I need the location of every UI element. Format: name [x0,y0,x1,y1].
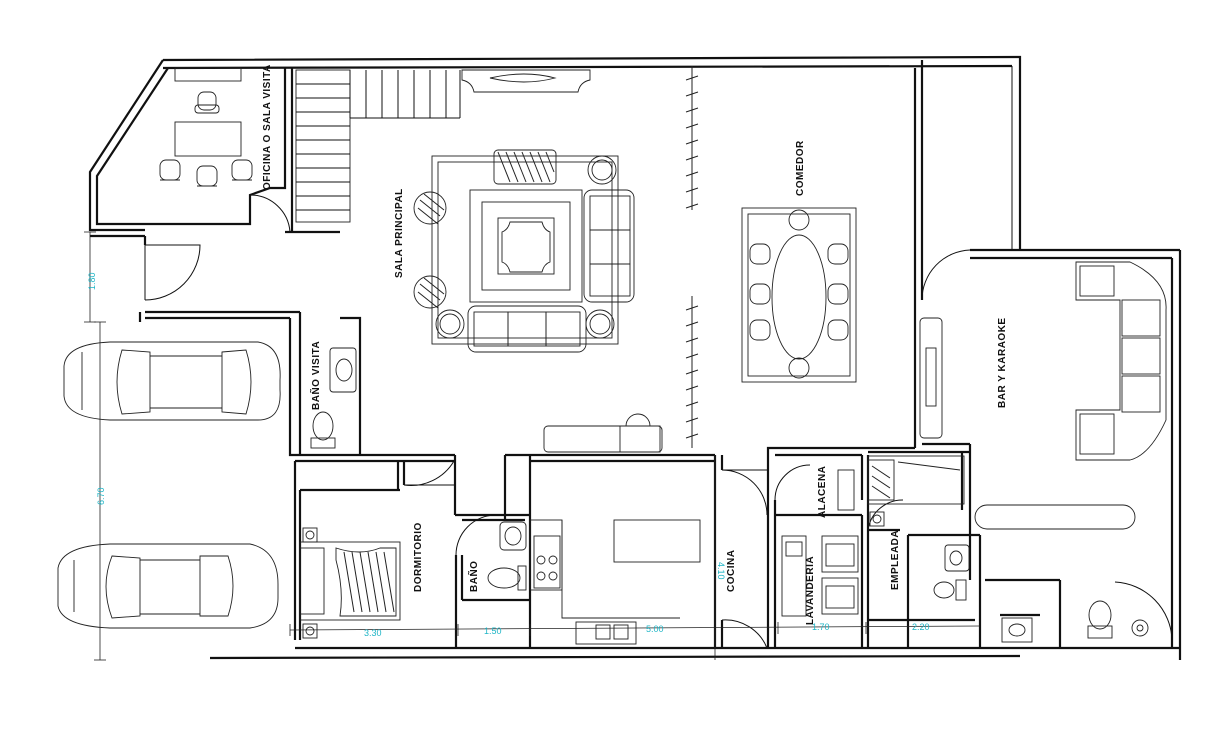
maid-room-furniture [867,455,970,601]
dimension-4-10: 4.10 [716,562,726,580]
maid-bed-hatch [871,461,961,499]
doors [144,194,1173,649]
dining-set [741,207,857,383]
stairs [295,69,461,223]
partition-screens [685,66,699,448]
label-dormitorio: DORMITORIO [413,522,424,592]
car-1 [63,341,281,421]
dimension-3-30: 3.30 [364,628,382,638]
bar-furniture [919,261,1167,530]
bedroom-hatch [343,551,395,613]
label-cocina: COCINA [726,550,737,592]
laundry-fixtures [781,469,859,617]
label-bano-visita: BAÑO VISITA [309,341,322,410]
car-2 [57,543,279,629]
office-furniture [159,67,253,187]
dimension-6-70: 6.70 [96,487,106,505]
label-empleada: EMPLEADA [890,530,901,590]
label-sala-principal: SALA PRINCIPAL [394,188,405,278]
living-room-set [413,149,635,353]
dimension-5-00: 5.00 [646,624,664,634]
kitchen-furniture [529,413,701,645]
bedroom-furniture [299,527,401,639]
guest-bath-fixtures [310,347,357,449]
bath-fixtures [487,521,527,591]
dimension-1-50: 1.50 [484,626,502,636]
label-oficina: OFICINA O SALA VISITA [262,64,273,190]
label-comedor: COMEDOR [795,140,806,196]
dimension-1-80: 1.80 [87,272,97,290]
living-room-hatching [417,151,555,309]
label-lavanderia: LAVANDERIA [805,556,816,625]
console-table [461,69,591,93]
label-alacena: ALACENA [817,466,828,518]
label-bano: BAÑO [467,561,480,592]
dimension-lines [84,231,981,661]
walls [88,55,1182,660]
dimension-2-20: 2.20 [912,622,930,632]
bar-bath-fixtures [1001,600,1149,643]
dimension-1-70: 1.70 [812,622,830,632]
label-bar-karaoke: BAR Y KARAOKE [997,317,1008,408]
